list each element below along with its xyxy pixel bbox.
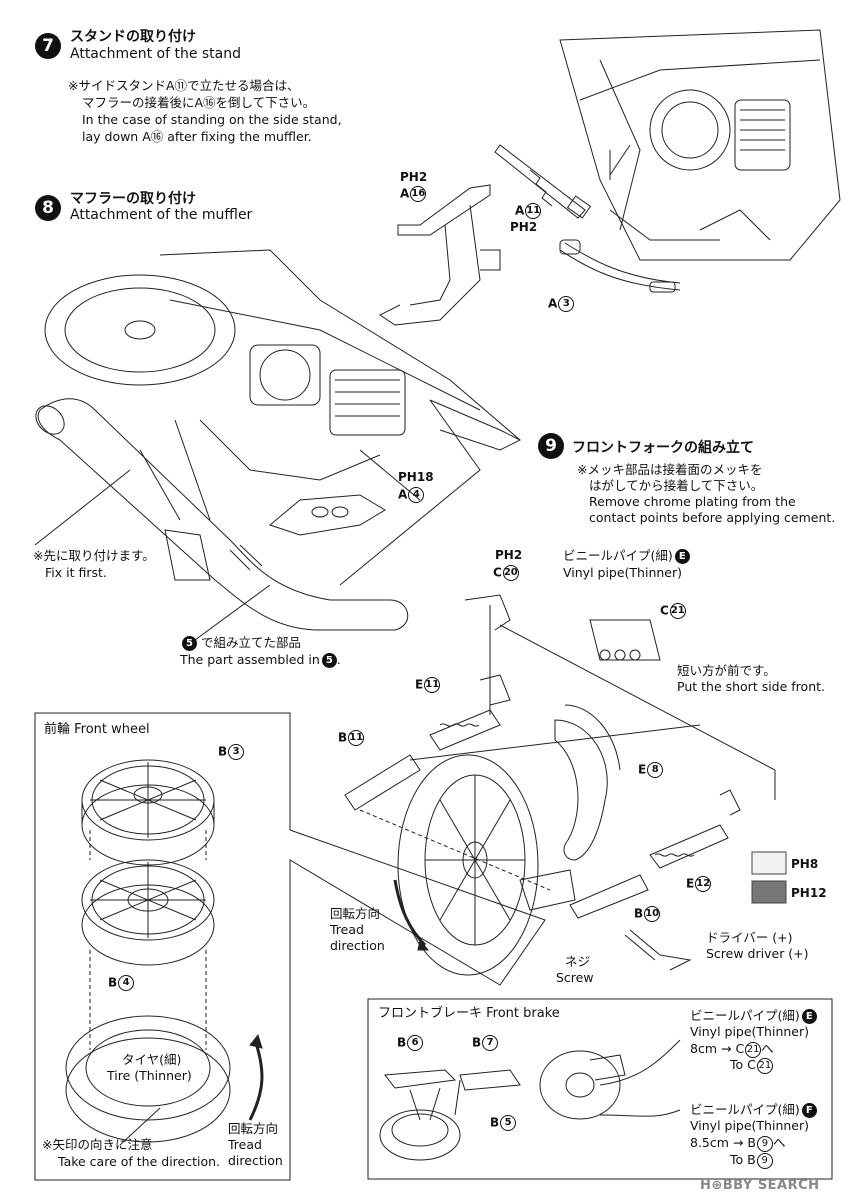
- driver-jp: ドライバー (+): [706, 930, 793, 945]
- legend-ph8: PH8: [791, 857, 819, 871]
- short-side-en: Put the short side front.: [677, 679, 825, 694]
- short-side-jp: 短い方が前です。: [677, 663, 776, 678]
- front-wheel-title: 前輪 Front wheel: [44, 722, 150, 737]
- step-7-number: 7: [35, 33, 61, 59]
- step-7-title-en: Attachment of the stand: [70, 46, 242, 62]
- vinyl-pipe-en: Vinyl pipe(Thinner): [563, 565, 683, 580]
- step-7-note-jp-2: マフラーの接着後にA⑯を倒して下さい。: [82, 95, 316, 110]
- arrow-note-jp: ※矢印の向きに注意: [42, 1137, 153, 1152]
- tread-direction-jp: 回転方向: [330, 906, 381, 921]
- label-ph2-b: PH2: [510, 220, 538, 234]
- screw-en: Screw: [556, 970, 594, 985]
- pipe1-jp: ビニールパイプ(細)E: [690, 1007, 817, 1024]
- assembled-jp: 5 で組み立てた部品: [180, 634, 301, 651]
- wheel-tread-jp: 回転方向: [228, 1121, 279, 1136]
- step-7-note-jp-1: ※サイドスタンドA⑪で立たせる場合は、: [68, 78, 300, 93]
- tire-en: Tire (Thinner): [107, 1068, 192, 1083]
- pipe2-jp: ビニールパイプ(細)F: [690, 1101, 817, 1118]
- motorcycle-frame-drawing: [44, 249, 522, 521]
- arrow-note-en: Take care of the direction.: [58, 1154, 221, 1169]
- watermark-logo: H⊕BBY SEARCH: [700, 1178, 820, 1193]
- side-stand-drawing: [494, 144, 592, 219]
- center-stand-drawing: [379, 184, 501, 326]
- front-wheel-drawing: [359, 754, 576, 976]
- step-8-title-jp: マフラーの取り付け: [70, 191, 196, 207]
- label-ph18: PH18: [398, 470, 434, 484]
- wheel-tread-en-2: direction: [228, 1153, 283, 1168]
- brake-cable-drawing: [559, 239, 681, 293]
- step-9-note-en-1: Remove chrome plating from the: [589, 494, 796, 509]
- step-7-note-en-2: lay down A⑯ after fixing the muffler.: [82, 129, 312, 144]
- heat-shield-drawing: [268, 494, 386, 536]
- tire-jp: タイヤ(細): [122, 1052, 182, 1067]
- step-9-title-jp: フロントフォークの組み立て: [572, 440, 754, 456]
- front-fork-drawing: [344, 594, 776, 971]
- driver-en: Screw driver (+): [706, 946, 809, 961]
- label-ph2-c: PH2: [495, 548, 523, 562]
- pipe1-en: Vinyl pipe(Thinner): [690, 1024, 810, 1039]
- screw-jp: ネジ: [565, 954, 591, 969]
- step-7-title-jp: スタンドの取り付け: [70, 29, 196, 45]
- step-9-note-jp-2: はがしてから接着して下さい。: [589, 478, 764, 493]
- label-ph2-a: PH2: [400, 170, 428, 184]
- tread-direction-en-2: direction: [330, 938, 385, 953]
- step-9-number: 9: [538, 433, 564, 459]
- step-8-title-en: Attachment of the muffler: [70, 207, 253, 223]
- pipe2-en: Vinyl pipe(Thinner): [690, 1118, 810, 1133]
- step-9-note-en-2: contact points before applying cement.: [589, 510, 836, 525]
- fix-first-en: Fix it first.: [45, 565, 107, 580]
- front-brake-title: フロントブレーキ Front brake: [378, 1006, 560, 1021]
- tread-direction-en-1: Tread: [330, 922, 364, 937]
- step-8-number: 8: [35, 195, 61, 221]
- muffler-drawing: [35, 398, 409, 631]
- step-7-note-en-1: In the case of standing on the side stan…: [82, 112, 342, 127]
- vinyl-pipe-jp: ビニールパイプ(細)E: [563, 547, 690, 564]
- fix-first-jp: ※先に取り付けます。: [33, 548, 155, 563]
- wheel-tread-en-1: Tread: [228, 1137, 262, 1152]
- stand-engine-drawing: [559, 29, 841, 261]
- legend-ph12: PH12: [791, 886, 827, 900]
- step-9-note-jp-1: ※メッキ部品は接着面のメッキを: [577, 462, 763, 477]
